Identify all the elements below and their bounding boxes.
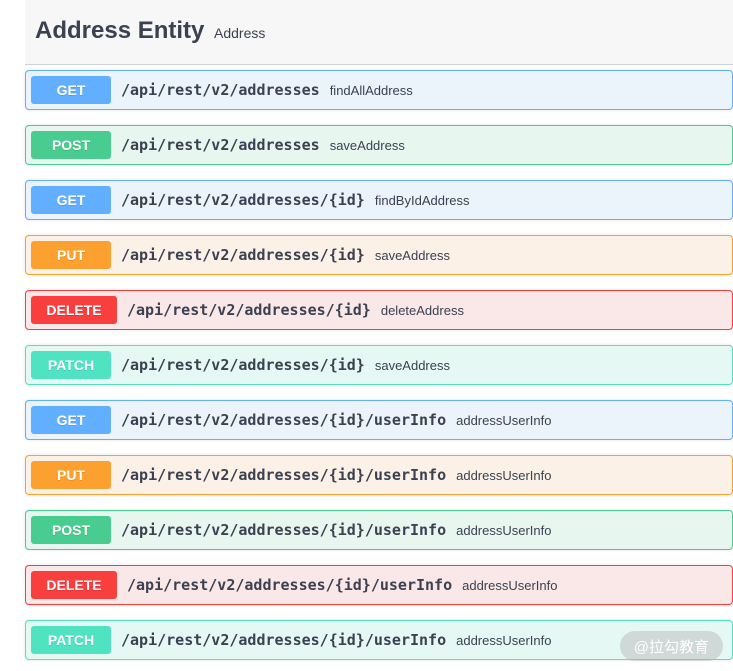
tag-header-address-entity[interactable]: Address Entity Address <box>25 0 733 65</box>
operation-summary: addressUserInfo <box>456 467 552 483</box>
operation-summary: addressUserInfo <box>462 577 558 593</box>
operation-summary: addressUserInfo <box>456 632 552 648</box>
operation-get-address-by-id[interactable]: GET /api/rest/v2/addresses/{id} findById… <box>25 180 733 220</box>
operation-put-address-userinfo[interactable]: PUT /api/rest/v2/addresses/{id}/userInfo… <box>25 455 733 495</box>
watermark-logo: @拉勾教育 <box>619 631 723 661</box>
operation-path: /api/rest/v2/addresses <box>121 136 320 154</box>
method-badge: PATCH <box>31 626 111 654</box>
method-badge: GET <box>31 76 111 104</box>
operation-delete-address-userinfo[interactable]: DELETE /api/rest/v2/addresses/{id}/userI… <box>25 565 733 605</box>
method-badge: DELETE <box>31 571 117 599</box>
method-badge: PUT <box>31 461 111 489</box>
method-badge: PATCH <box>31 351 111 379</box>
operation-summary: saveAddress <box>374 247 450 263</box>
operation-summary: saveAddress <box>329 137 405 153</box>
method-badge: DELETE <box>31 296 117 324</box>
operation-post-addresses[interactable]: POST /api/rest/v2/addresses saveAddress <box>25 125 733 165</box>
method-badge: GET <box>31 406 111 434</box>
operation-summary: deleteAddress <box>380 302 464 318</box>
operation-summary: findByIdAddress <box>374 192 470 208</box>
tag-description: Address <box>214 25 266 41</box>
operation-patch-address-by-id[interactable]: PATCH /api/rest/v2/addresses/{id} saveAd… <box>25 345 733 385</box>
operation-patch-address-userinfo[interactable]: PATCH /api/rest/v2/addresses/{id}/userIn… <box>25 620 733 660</box>
method-badge: POST <box>31 131 111 159</box>
operation-path: /api/rest/v2/addresses <box>121 81 320 99</box>
operation-path: /api/rest/v2/addresses/{id} <box>121 191 365 209</box>
operation-get-address-userinfo[interactable]: GET /api/rest/v2/addresses/{id}/userInfo… <box>25 400 733 440</box>
operation-path: /api/rest/v2/addresses/{id} <box>121 246 365 264</box>
operation-path: /api/rest/v2/addresses/{id}/userInfo <box>121 631 447 649</box>
operation-path: /api/rest/v2/addresses/{id}/userInfo <box>121 411 447 429</box>
operations-list: GET /api/rest/v2/addresses findAllAddres… <box>25 70 733 671</box>
operation-path: /api/rest/v2/addresses/{id} <box>121 356 365 374</box>
operation-delete-address-by-id[interactable]: DELETE /api/rest/v2/addresses/{id} delet… <box>25 290 733 330</box>
method-badge: PUT <box>31 241 111 269</box>
operation-path: /api/rest/v2/addresses/{id}/userInfo <box>121 521 447 539</box>
operation-put-address-by-id[interactable]: PUT /api/rest/v2/addresses/{id} saveAddr… <box>25 235 733 275</box>
operation-summary: addressUserInfo <box>456 412 552 428</box>
operation-path: /api/rest/v2/addresses/{id}/userInfo <box>127 576 453 594</box>
tag-title: Address Entity <box>35 17 205 44</box>
operation-summary: findAllAddress <box>329 82 413 98</box>
operation-path: /api/rest/v2/addresses/{id} <box>127 301 371 319</box>
method-badge: POST <box>31 516 111 544</box>
operation-summary: saveAddress <box>374 357 450 373</box>
operation-post-address-userinfo[interactable]: POST /api/rest/v2/addresses/{id}/userInf… <box>25 510 733 550</box>
operation-path: /api/rest/v2/addresses/{id}/userInfo <box>121 466 447 484</box>
operation-get-addresses[interactable]: GET /api/rest/v2/addresses findAllAddres… <box>25 70 733 110</box>
operation-summary: addressUserInfo <box>456 522 552 538</box>
method-badge: GET <box>31 186 111 214</box>
